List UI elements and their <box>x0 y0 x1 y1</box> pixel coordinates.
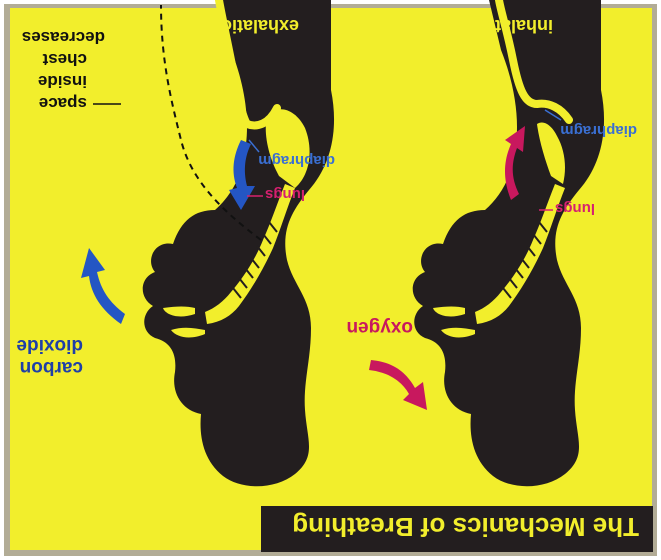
chest-label: chest <box>42 50 87 69</box>
space-label: space <box>39 94 87 113</box>
exhalation-lungs-label: lungs <box>265 186 305 203</box>
inhalation-lungs-label: lungs <box>555 200 595 217</box>
exhalation-heading: exhalation <box>210 16 299 36</box>
carbon-label: carbon <box>20 357 83 378</box>
dioxide-label: dioxide <box>16 335 83 356</box>
inhalation-heading: inhalation <box>468 16 553 36</box>
title-text: The Mechanics of Breathing <box>292 512 639 542</box>
inhalation-diaphragm-label: diaphragm <box>560 122 637 139</box>
decreases-label: decreases <box>22 28 105 47</box>
inside-label: inside <box>38 72 87 91</box>
exhalation-diaphragm-label: diaphragm <box>258 152 335 169</box>
title-bar: The Mechanics of Breathing <box>261 506 653 552</box>
oxygen-label: oxygen <box>346 317 413 338</box>
